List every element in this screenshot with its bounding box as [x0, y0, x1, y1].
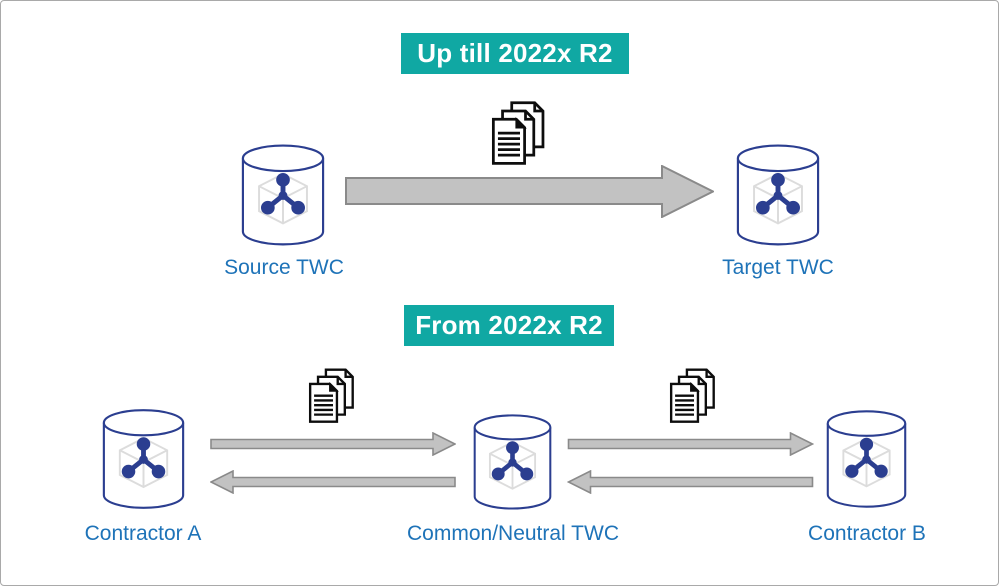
node-label-common-neutral-twc: Common/Neutral TWC	[407, 522, 619, 545]
section-title-text: Up till 2022x R2	[417, 38, 613, 68]
twc-database-icon	[826, 410, 907, 508]
node-target-twc	[734, 143, 822, 246]
section-title-text: From 2022x R2	[415, 310, 603, 340]
section-header-up-till: Up till 2022x R2	[401, 33, 629, 74]
arrow-right-icon	[345, 165, 714, 218]
twc-database-icon	[102, 409, 185, 509]
node-common-neutral-twc	[471, 413, 554, 510]
twc-database-icon	[473, 414, 552, 510]
arrow-left-icon	[210, 470, 456, 494]
arrow-left-icon	[567, 470, 814, 494]
node-label-source-twc: Source TWC	[224, 256, 344, 279]
node-label-contractor-b: Contractor B	[808, 522, 926, 545]
arrow-right-icon	[567, 432, 814, 456]
documents-stack-icon	[668, 366, 720, 427]
twc-database-icon	[241, 144, 325, 246]
arrow-right-icon	[210, 432, 456, 456]
node-label-contractor-a: Contractor A	[84, 522, 202, 545]
documents-stack-icon	[307, 366, 359, 427]
node-contractor-b	[824, 408, 909, 509]
section-header-from: From 2022x R2	[404, 305, 614, 346]
node-contractor-a	[100, 408, 187, 509]
twc-database-icon	[736, 144, 820, 246]
node-label-target-twc: Target TWC	[722, 256, 834, 279]
node-source-twc	[239, 143, 327, 246]
documents-stack-icon	[488, 100, 552, 168]
